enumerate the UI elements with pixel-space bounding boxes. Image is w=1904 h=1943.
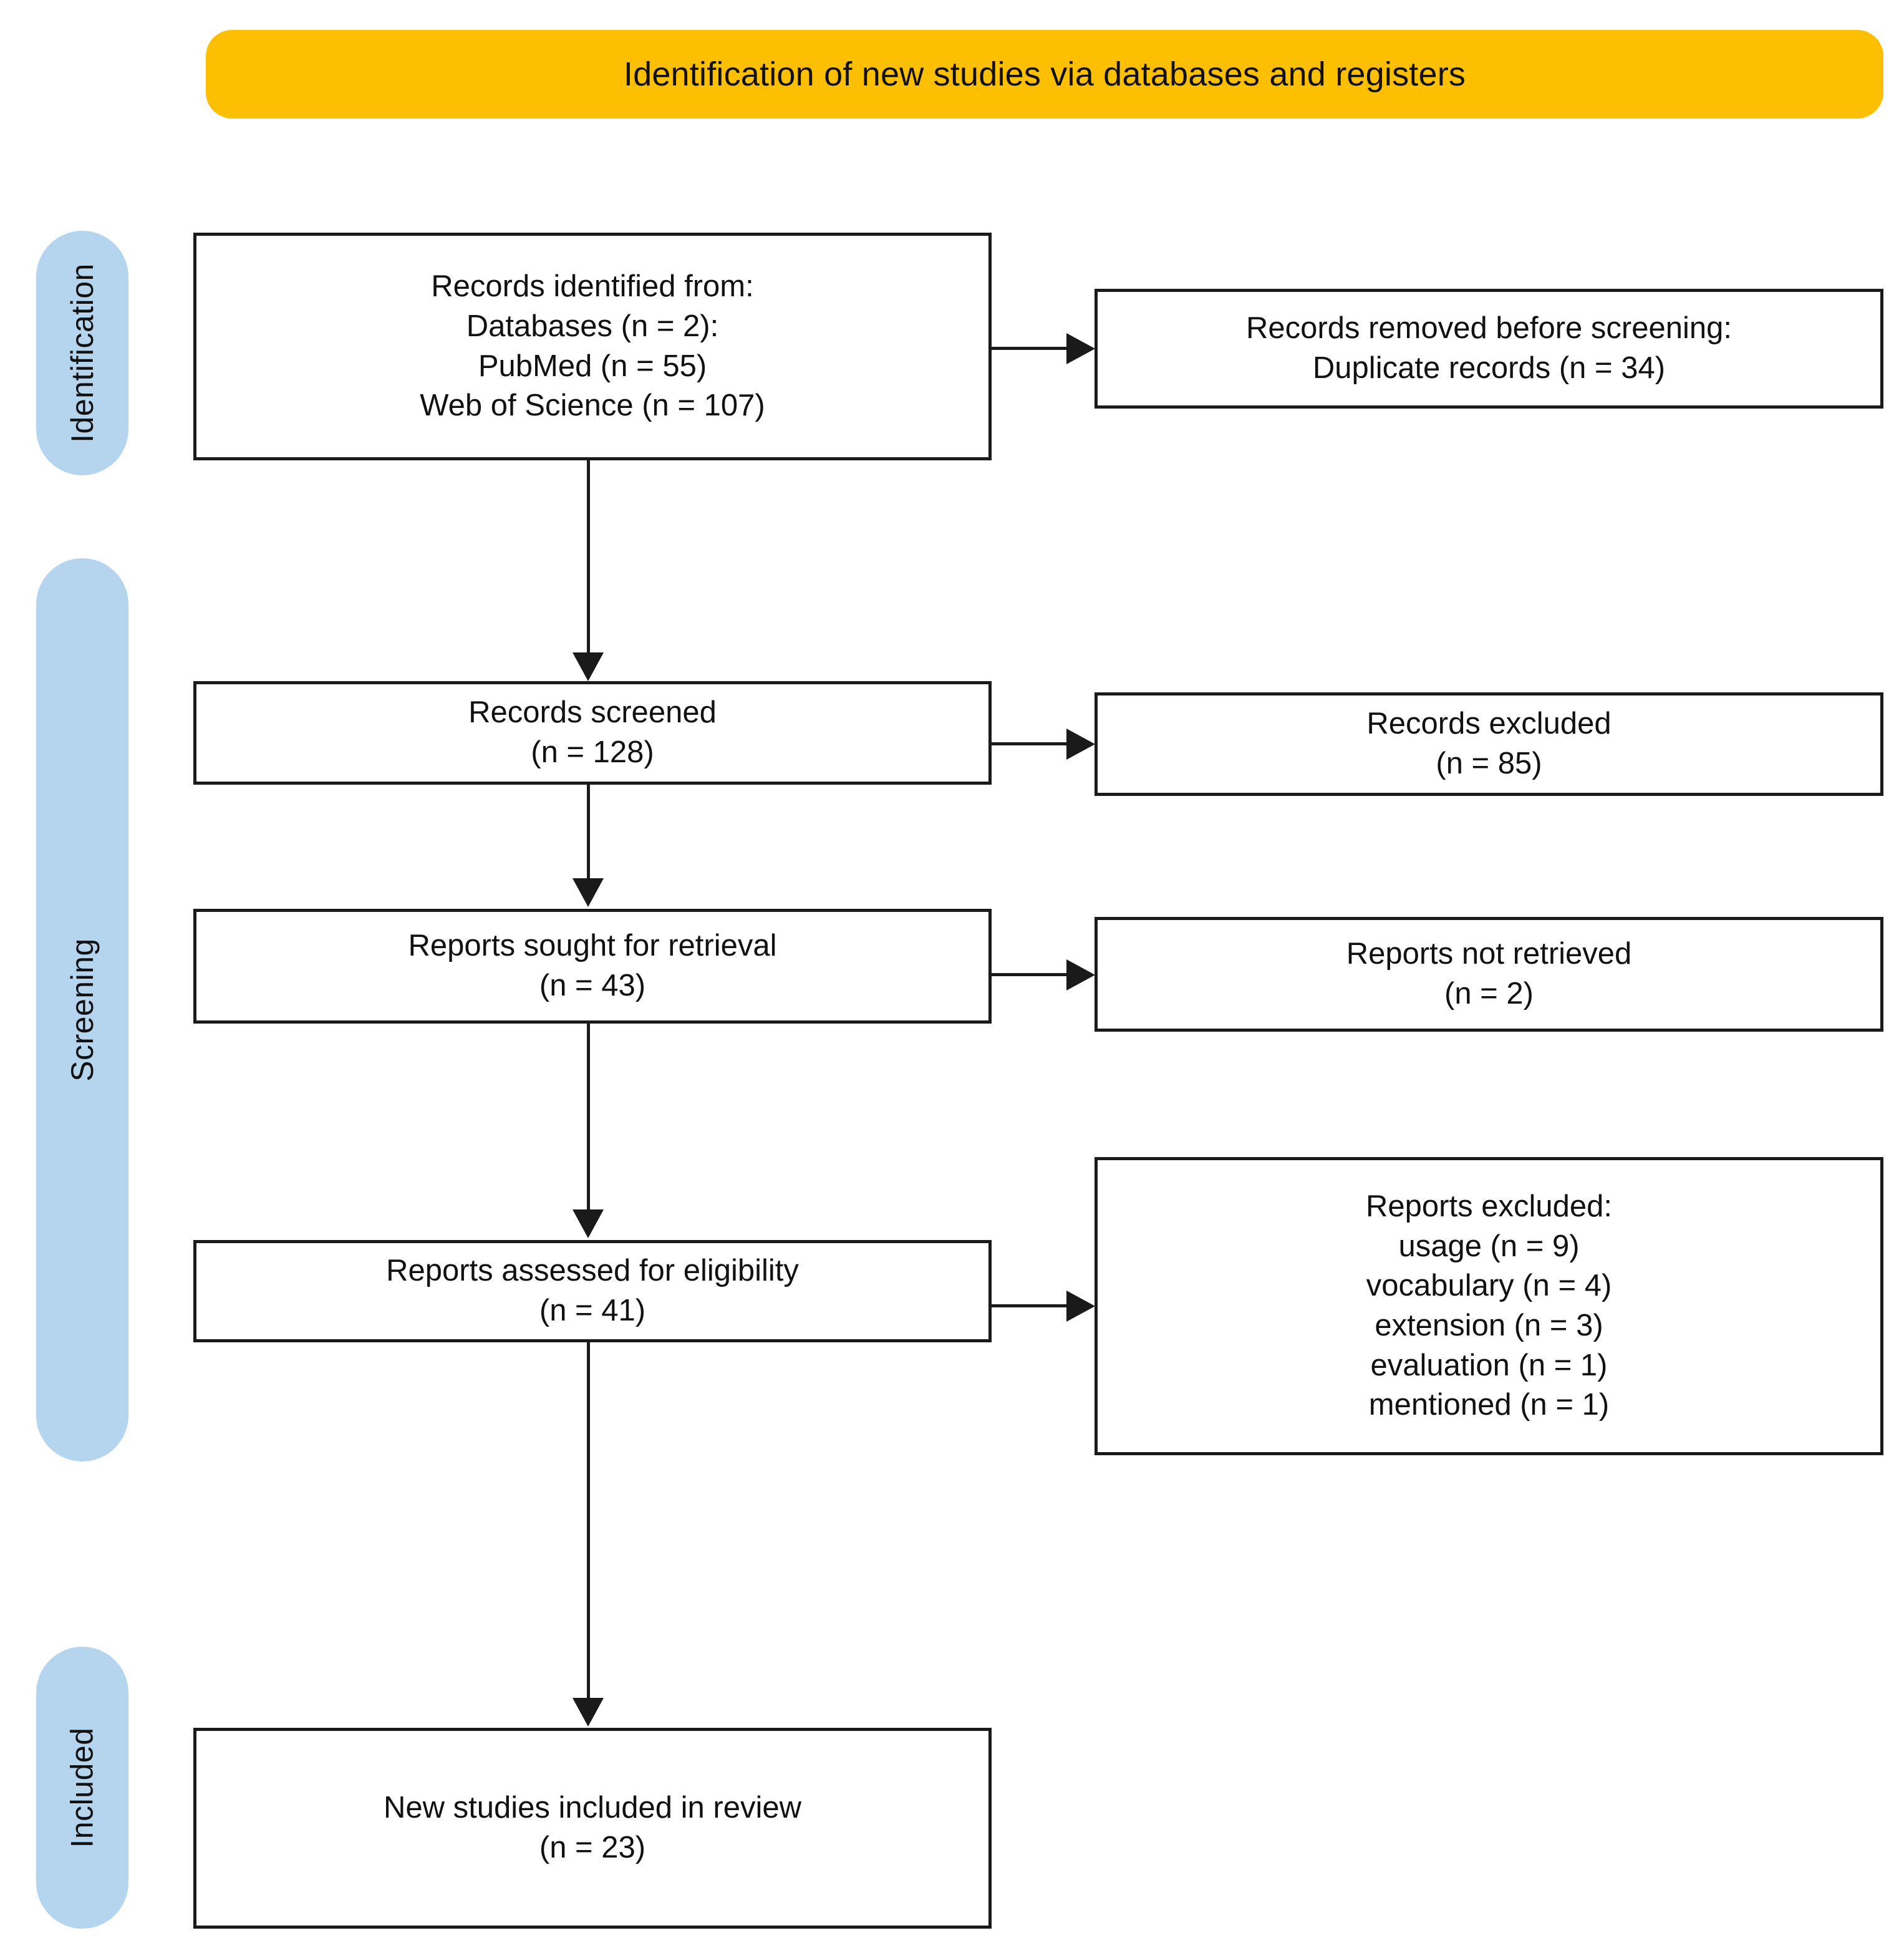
connector-sought-to-assessed <box>587 1024 590 1211</box>
stage-pill-included: Included <box>36 1647 128 1929</box>
box-line: (n = 2) <box>1444 977 1534 1010</box>
box-reports-not-retrieved: Reports not retrieved (n = 2) <box>1095 917 1883 1032</box>
box-line: (n = 23) <box>539 1831 646 1864</box>
box-reports-assessed-for-eligibility: Reports assessed for eligibility (n = 41… <box>193 1240 992 1342</box>
box-line: Records identified from: <box>431 269 754 304</box>
stage-label-screening: Screening <box>65 938 100 1082</box>
box-line: (n = 43) <box>539 969 646 1002</box>
connector-identified-to-removed <box>992 347 1069 350</box>
stage-label-identification: Identification <box>65 263 100 443</box>
box-line: Reports assessed for eligibility <box>386 1254 799 1288</box>
arrow-down-icon <box>573 878 604 907</box>
stage-pill-screening: Screening <box>36 558 128 1461</box>
arrow-down-icon <box>573 652 604 681</box>
arrow-right-icon <box>1066 729 1095 760</box>
box-new-studies-included-in-review: New studies included in review (n = 23) <box>193 1728 992 1929</box>
arrow-down-icon <box>573 1209 604 1238</box>
stage-label-included: Included <box>65 1727 100 1848</box>
box-line: Records excluded <box>1366 707 1612 741</box>
box-line: New studies included in review <box>384 1791 801 1825</box>
box-line: (n = 41) <box>539 1294 646 1327</box>
box-line: Reports sought for retrieval <box>408 929 777 963</box>
box-line: extension (n = 3) <box>1375 1309 1603 1342</box>
connector-screened-to-excluded <box>992 742 1069 745</box>
box-line: Records removed before screening: <box>1246 311 1732 346</box>
box-records-screened: Records screened (n = 128) <box>193 681 992 785</box>
box-line: Duplicate records (n = 34) <box>1312 351 1666 385</box>
box-records-excluded: Records excluded (n = 85) <box>1095 692 1883 796</box>
connector-assessed-to-included <box>587 1342 590 1699</box>
box-records-identified: Records identified from: Databases (n = … <box>193 233 992 460</box>
box-line: (n = 128) <box>531 735 654 769</box>
arrow-right-icon <box>1066 333 1095 364</box>
box-line: (n = 85) <box>1436 747 1542 780</box>
connector-screened-to-sought <box>587 785 590 879</box>
box-line: Records screened <box>468 695 717 730</box>
diagram-header-banner: Identification of new studies via databa… <box>206 30 1883 119</box>
box-line: Reports not retrieved <box>1346 937 1632 971</box>
connector-assessed-to-reportsexcluded <box>992 1304 1069 1307</box>
stage-pill-identification: Identification <box>36 231 128 475</box>
box-line: usage (n = 9) <box>1398 1229 1580 1263</box>
box-line: Databases (n = 2): <box>466 309 719 343</box>
box-line: PubMed (n = 55) <box>478 349 707 383</box>
box-records-removed-before-screening: Records removed before screening: Duplic… <box>1095 289 1883 409</box>
connector-sought-to-notretrieved <box>992 973 1069 976</box>
arrow-right-icon <box>1066 959 1095 991</box>
arrow-right-icon <box>1066 1291 1095 1322</box>
box-line: Web of Science (n = 107) <box>420 389 765 423</box>
box-line: mentioned (n = 1) <box>1368 1388 1610 1422</box>
diagram-title: Identification of new studies via databa… <box>623 56 1466 93</box>
box-line: Reports excluded: <box>1366 1189 1612 1223</box>
box-reports-sought-for-retrieval: Reports sought for retrieval (n = 43) <box>193 909 992 1024</box>
box-line: vocabulary (n = 4) <box>1366 1269 1612 1303</box>
connector-identified-to-screened <box>587 460 590 654</box>
box-line: evaluation (n = 1) <box>1370 1348 1608 1382</box>
arrow-down-icon <box>573 1698 604 1727</box>
box-reports-excluded-reasons: Reports excluded: usage (n = 9) vocabula… <box>1095 1157 1883 1455</box>
